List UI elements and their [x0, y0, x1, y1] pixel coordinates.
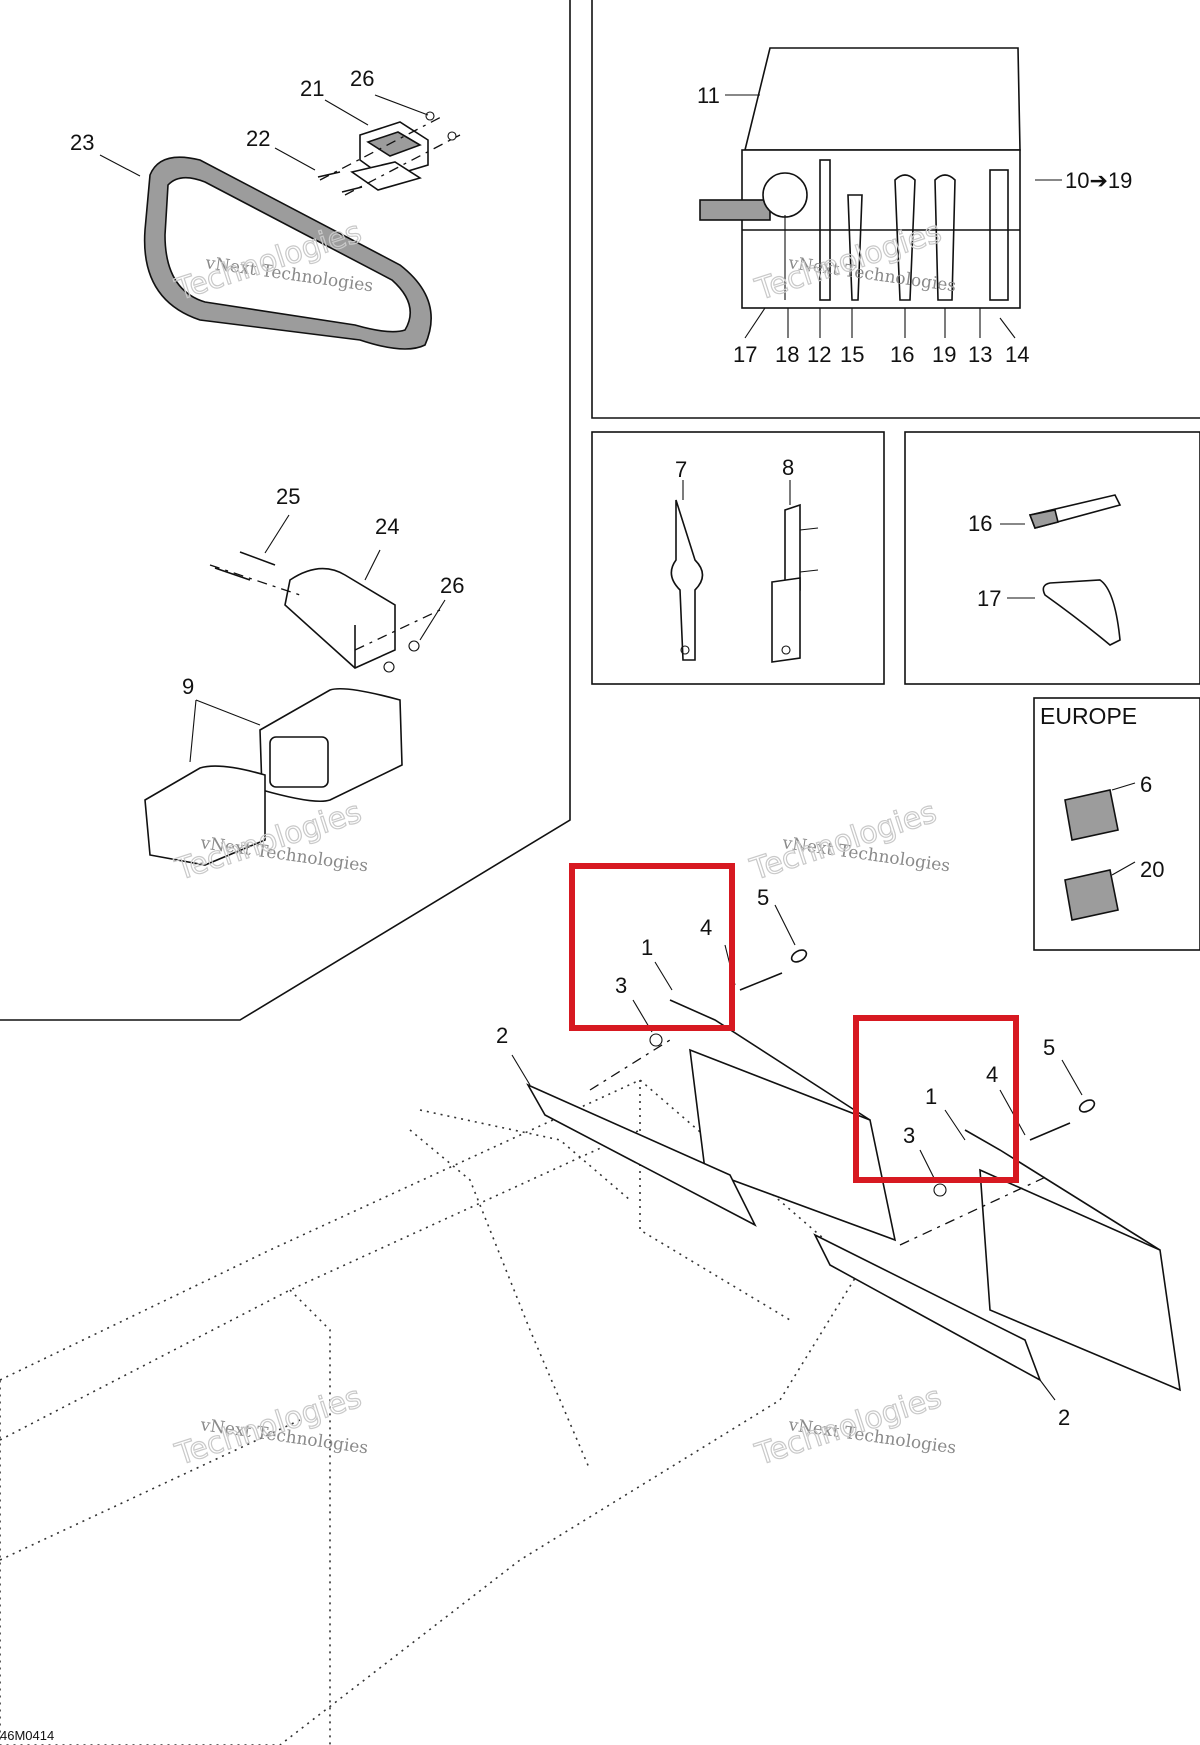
callout-14: 14 — [1005, 342, 1029, 367]
drawing-code: 46M0414 — [0, 1728, 54, 1743]
callout-21: 21 — [300, 76, 324, 101]
tool-8-drawing — [771, 503, 819, 663]
europe-decals-drawing — [1064, 789, 1119, 921]
tool-kit-drawing — [699, 47, 1021, 309]
highlight-boxes — [569, 863, 1019, 1183]
callout-5: 5 — [1043, 1035, 1055, 1060]
callouts: 23 22 21 26 11 10➔19 17 18 12 15 16 19 1… — [0, 66, 1164, 1743]
callout-17: 17 — [733, 342, 757, 367]
callout-3: 3 — [615, 973, 627, 998]
callout-9: 9 — [182, 674, 194, 699]
callout-16: 16 — [890, 342, 914, 367]
bracket-24-drawing — [209, 551, 441, 673]
callout-17: 17 — [977, 586, 1001, 611]
callout-12: 12 — [807, 342, 831, 367]
tool-16-drawing — [1028, 494, 1122, 529]
callout-25: 25 — [276, 484, 300, 509]
leader-lines — [99, 94, 1136, 1401]
watermarks: vNext Technologies Technologies vNext Te… — [170, 214, 957, 1473]
callout-24: 24 — [375, 514, 399, 539]
callout-26: 26 — [440, 573, 464, 598]
tool-17-drawing — [1042, 579, 1121, 646]
callout-4: 4 — [700, 915, 712, 940]
callout-11: 11 — [697, 83, 720, 108]
callout-2: 2 — [1058, 1405, 1070, 1430]
belt-holder-drawing — [317, 111, 461, 196]
callout-7: 7 — [675, 457, 687, 482]
callout-6: 6 — [1140, 772, 1152, 797]
callout-1: 1 — [925, 1084, 937, 1109]
callout-2: 2 — [496, 1023, 508, 1048]
callout-16: 16 — [968, 511, 992, 536]
callout-8: 8 — [782, 455, 794, 480]
watermark-text: Technologies — [746, 795, 941, 888]
callout-18: 18 — [775, 342, 799, 367]
callout-15: 15 — [840, 342, 864, 367]
tunnel-frame-drawing — [0, 1079, 862, 1745]
drive-belt-drawing — [143, 156, 432, 350]
callout-4: 4 — [986, 1062, 998, 1087]
callout-19: 19 — [932, 342, 956, 367]
plate-2-left-drawing — [526, 1083, 757, 1227]
fasteners-3-4-5-drawing — [649, 949, 1096, 1246]
callout-20: 20 — [1140, 857, 1164, 882]
storage-case-9-drawing — [144, 687, 403, 866]
callout-5: 5 — [757, 885, 769, 910]
panel-frames — [0, 0, 1200, 1021]
callout-22: 22 — [246, 126, 270, 151]
watermark-text: Technologies — [751, 1380, 946, 1473]
spanner-drawing — [670, 499, 704, 661]
callout-3: 3 — [903, 1123, 915, 1148]
highlight-box-right — [853, 1015, 1019, 1183]
callout-26: 26 — [350, 66, 374, 91]
highlight-box-left — [569, 863, 735, 1031]
callout-23: 23 — [70, 130, 94, 155]
callout-1: 1 — [641, 935, 653, 960]
region-label: EUROPE — [1040, 703, 1137, 729]
callout-13: 13 — [968, 342, 992, 367]
callout-10-19: 10➔19 — [1065, 168, 1132, 193]
